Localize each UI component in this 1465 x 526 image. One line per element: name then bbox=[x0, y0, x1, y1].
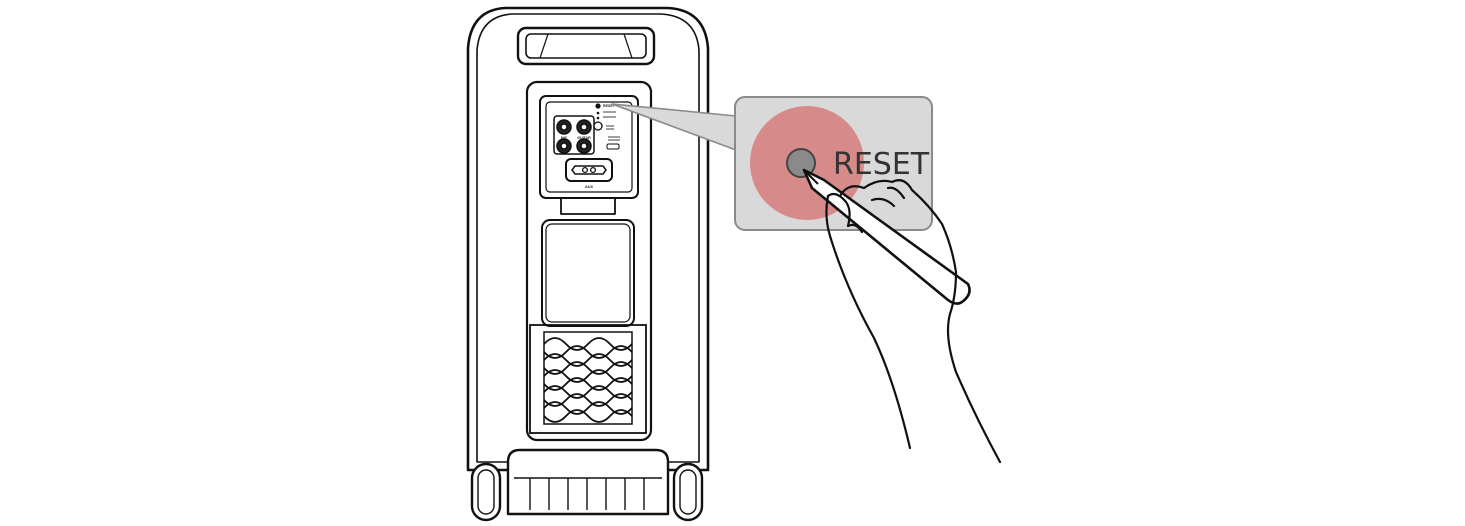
reset-callout-label: RESET bbox=[833, 147, 930, 182]
input-jacks bbox=[553, 115, 595, 155]
reset-panel-label: RESET bbox=[603, 104, 616, 108]
mic-jack-label: MIC bbox=[561, 136, 568, 140]
speaker-base bbox=[506, 448, 670, 516]
guitar-jack-label: GUITAR bbox=[577, 136, 591, 140]
hand-icon bbox=[825, 179, 1002, 464]
power-socket-icon bbox=[565, 158, 613, 182]
speaker-grille bbox=[529, 324, 647, 434]
aux-label: AUX bbox=[585, 185, 593, 189]
carry-handle bbox=[516, 26, 656, 66]
reset-button-closeup-icon bbox=[786, 148, 816, 178]
speaker-body bbox=[466, 6, 710, 472]
wheel-left bbox=[470, 462, 502, 522]
reset-button-icon bbox=[593, 103, 620, 150]
callout-connector bbox=[611, 103, 737, 151]
pen-icon bbox=[802, 168, 971, 305]
rear-panel bbox=[525, 80, 653, 442]
wheel-right bbox=[672, 462, 704, 522]
